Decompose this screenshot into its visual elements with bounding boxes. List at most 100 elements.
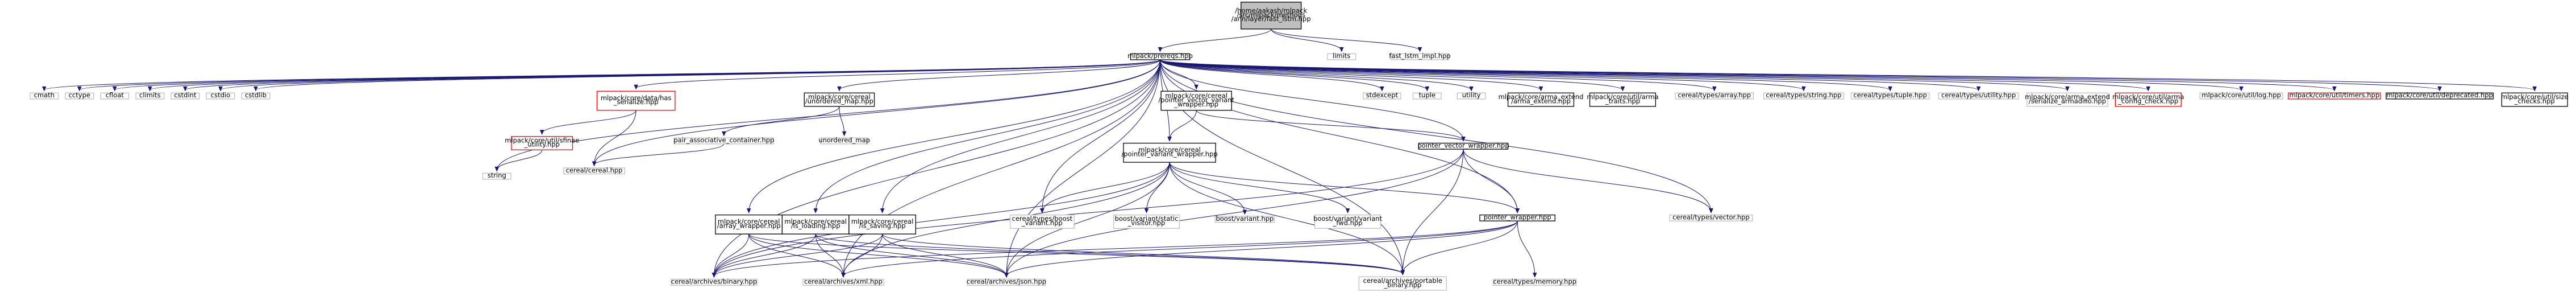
- node-label-line: cereal/types/memory.hpp: [1493, 277, 1576, 285]
- edge-arrowhead: [746, 208, 751, 213]
- node-box: [1327, 53, 1356, 60]
- node-arma-config-check[interactable]: mlpack/core/util/arma_config_check.hpp: [2112, 92, 2184, 107]
- node-box: [1412, 92, 1442, 100]
- dependency-edge: [711, 59, 1160, 278]
- node-is-loading[interactable]: mlpack/core/cereal/is_loading.hpp: [781, 214, 850, 235]
- node-label-line: cctype: [69, 91, 90, 99]
- node-label-line: _variant.hpp: [1021, 219, 1063, 227]
- edge-line: [1169, 110, 1197, 141]
- edge-line: [839, 59, 1160, 91]
- dependency-edge: [1160, 59, 2151, 92]
- edge-arrowhead: [2532, 86, 2537, 92]
- edge-line: [1146, 162, 1170, 212]
- dependency-edge: [1160, 59, 2537, 92]
- node-timers-hpp[interactable]: mlpack/core/util/timers.hpp: [2288, 91, 2381, 100]
- edge-arrowhead: [1345, 208, 1350, 213]
- node-pointer-vector-variant[interactable]: mlpack/core/cereal/pointer_vector_varian…: [1158, 91, 1234, 111]
- node-arma-traits[interactable]: mlpack/core/util/arma_traits.hpp: [1587, 92, 1659, 107]
- node-box: [482, 172, 511, 180]
- edge-arrowhead: [1515, 208, 1520, 213]
- node-label-line: cereal/types/tuple.hpp: [1853, 91, 1927, 99]
- node-label-line: fast_lstm_impl.hpp: [1389, 52, 1450, 60]
- node-utility: utility: [1456, 91, 1486, 100]
- edge-arrowhead: [2437, 86, 2442, 92]
- node-label-line: mlpack/core/util/size: [2501, 93, 2569, 101]
- edge-arrowhead: [1417, 47, 1422, 52]
- dependency-edge: [1040, 59, 1160, 213]
- dependency-edge: [839, 106, 847, 137]
- edge-arrowhead: [1167, 137, 1172, 142]
- dependency-edge: [1160, 59, 1384, 92]
- edge-line: [1160, 59, 2149, 91]
- edge-arrowhead: [1801, 86, 1806, 92]
- node-sfinae-utility[interactable]: mlpack/core/util/sfinae_utility.hpp: [505, 136, 579, 150]
- node-label-line: mlpack/core/util/arma: [1587, 93, 1658, 101]
- node-size-checks[interactable]: mlpack/core/util/size_checks.hpp: [2501, 92, 2569, 107]
- dependency-edge: [1160, 59, 1625, 92]
- node-prereq[interactable]: mlpack/prereqs.hpp: [1127, 52, 1193, 60]
- edge-line: [714, 162, 1170, 277]
- node-label-line: /pointer_vector_variant: [1158, 96, 1234, 104]
- node-box: [1456, 92, 1486, 100]
- node-label-line: pair_associative_container.hpp: [673, 136, 774, 144]
- node-cctype: cctype: [65, 91, 94, 100]
- edge-arrowhead: [1040, 208, 1044, 213]
- node-label-line: mlpack/core/util/timers.hpp: [2289, 91, 2379, 99]
- node-box: [596, 91, 676, 111]
- edge-line: [839, 106, 845, 135]
- node-box: [673, 137, 775, 145]
- edge-line: [1169, 162, 1403, 274]
- node-label-line: /arma_extend.hpp: [1511, 97, 1571, 105]
- edge-arrowhead: [1242, 209, 1247, 215]
- edge-line: [255, 59, 1160, 91]
- edge-line: [1169, 162, 1245, 214]
- edge-line: [1006, 221, 1518, 277]
- node-memory-hpp: cereal/types/memory.hpp: [1493, 277, 1577, 286]
- node-label-line: string: [488, 171, 506, 179]
- dependency-edge: [539, 110, 636, 135]
- node-box: [967, 278, 1046, 286]
- node-static-visitor: boost/variant/static_visitor.hpp: [1113, 214, 1180, 229]
- node-label-line: _utility.hpp: [524, 141, 560, 149]
- node-label-line: boost/variant/variant: [1313, 215, 1382, 223]
- node-array-wrapper[interactable]: mlpack/core/cereal/array_wrapper.hpp: [715, 214, 783, 235]
- node-string: string: [482, 171, 511, 180]
- dependency-edge: [1400, 149, 1464, 275]
- node-pointer-wrapper[interactable]: pointer_wrapper.hpp: [1479, 213, 1555, 221]
- node-root[interactable]: /home/aakash/mlpack/src/mlpack/methods/a…: [1231, 2, 1311, 30]
- edge-line: [1160, 59, 1518, 212]
- node-arma-extend[interactable]: mlpack/core/arma_extend/arma_extend.hpp: [1499, 92, 1584, 107]
- edge-line: [714, 234, 750, 277]
- edge-line: [1160, 59, 1383, 91]
- node-pointer-vector-wrapper[interactable]: pointer_vector_wrapper.hpp: [1417, 141, 1509, 150]
- node-deprecated-hpp[interactable]: mlpack/core/util/deprecated.hpp: [2386, 91, 2494, 100]
- edge-arrowhead: [1194, 84, 1198, 90]
- dependency-edge: [1271, 28, 1344, 52]
- node-string-hpp: cereal/types/string.hpp: [1763, 91, 1844, 100]
- dependency-edge: [1160, 59, 1713, 213]
- node-is-saving[interactable]: mlpack/core/cereal/is_saving.hpp: [848, 214, 917, 235]
- edge-line: [1160, 59, 1623, 91]
- edge-line: [1160, 28, 1272, 51]
- node-box: [1938, 92, 2019, 100]
- edge-arrowhead: [841, 273, 846, 278]
- node-box: [1669, 214, 1753, 221]
- node-pointer-variant-wrapper[interactable]: mlpack/core/cereal/pointer_variant_wrapp…: [1121, 142, 1218, 163]
- node-has-serialize[interactable]: mlpack/core/data/has_serialize.hpp: [596, 91, 676, 111]
- node-unordered-map-hpp[interactable]: mlpack/core/cereal/unordered_map.hpp: [804, 92, 875, 107]
- dependency-edge: [1158, 28, 1272, 52]
- node-label-line: cereal/types/utility.hpp: [1941, 91, 2016, 99]
- edge-line: [1160, 59, 1979, 91]
- node-label-line: mlpack/core/util/log.hpp: [2202, 91, 2281, 99]
- node-utility-hpp: cereal/types/utility.hpp: [1938, 91, 2019, 100]
- edge-arrowhead: [183, 86, 188, 92]
- edge-arrowhead: [813, 208, 818, 213]
- node-portable-binary: cereal/archives/portable_binary.hpp: [1358, 276, 1447, 291]
- node-box: [65, 92, 94, 100]
- edge-line: [843, 234, 883, 277]
- dependency-edge: [711, 149, 1464, 278]
- edge-layer: [41, 28, 2537, 278]
- node-label-line: cstdint: [174, 91, 197, 99]
- node-label-line: mlpack/core/cereal: [851, 217, 914, 225]
- node-stdexcept: stdexcept: [1363, 91, 1401, 100]
